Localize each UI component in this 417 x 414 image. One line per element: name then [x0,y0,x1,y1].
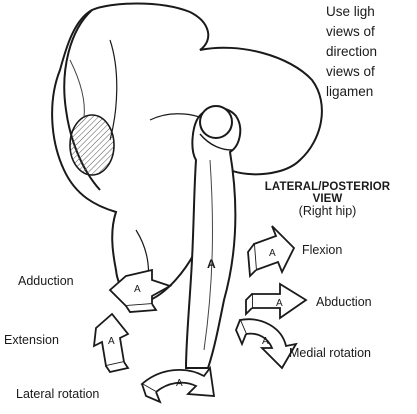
medial-rotation-arrow-letter: A [262,336,269,347]
adduction-label: Adduction [18,274,74,288]
adduction-arrow-letter: A [134,284,141,295]
instruction-text: Use ligh views of direction views of lig… [326,2,417,102]
femur-bone [186,106,240,368]
extension-label: Extension [4,333,59,347]
instruction-line: ligamen [326,82,417,102]
lateral-rotation-label: Lateral rotation [16,387,99,401]
medial-rotation-label: Medial rotation [289,346,371,360]
instruction-line: Use ligh [326,2,417,22]
abduction-label: Abduction [316,295,372,309]
instruction-line: views of [326,62,417,82]
femur-letter: A [207,257,216,271]
lateral-rotation-arrow-letter: A [176,378,183,389]
view-title: LATERAL/POSTERIOR VIEW [238,181,417,205]
view-subtitle: (Right hip) [238,204,417,218]
flexion-arrow-letter: A [269,248,276,259]
instruction-line: views of [326,22,417,42]
instruction-line: direction [326,42,417,62]
view-title-line: LATERAL/POSTERIOR [238,181,417,193]
abduction-arrow-letter: A [276,298,283,309]
flexion-label: Flexion [302,243,342,257]
extension-arrow-letter: A [108,336,115,347]
